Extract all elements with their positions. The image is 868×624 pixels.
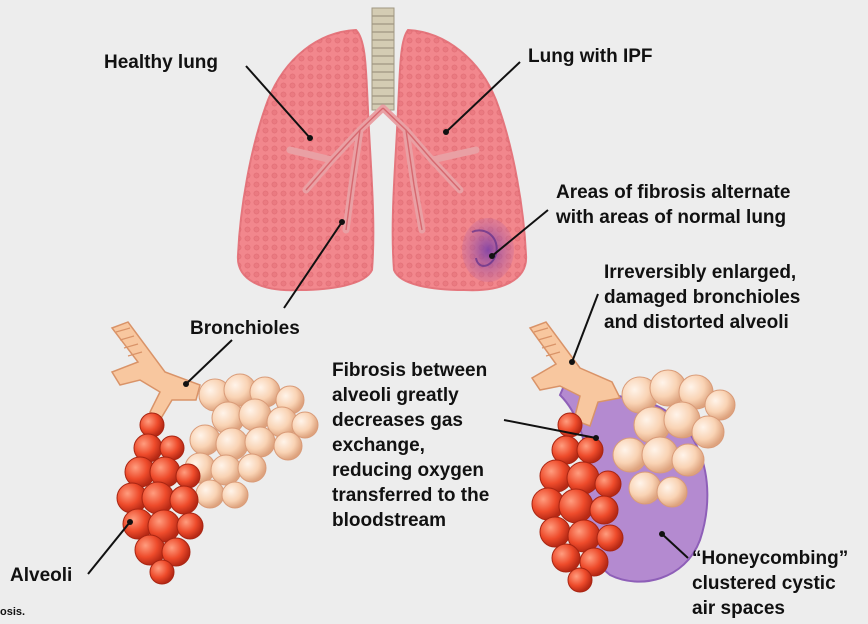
label-fibrosis-between: Fibrosis between alveoli greatly decreas… xyxy=(332,358,489,533)
label-alveoli: Alveoli xyxy=(10,563,72,588)
label-honeycombing: “Honeycombing” clustered cystic air spac… xyxy=(692,546,868,621)
label-fibrosis-areas: Areas of fibrosis alternate with areas o… xyxy=(556,180,790,230)
trachea xyxy=(372,8,394,110)
lungs xyxy=(238,8,526,290)
healthy-bronchiole xyxy=(112,322,200,420)
healthy-alveoli-cluster xyxy=(112,322,318,584)
label-lung-ipf: Lung with IPF xyxy=(528,44,653,69)
label-bronchioles: Bronchioles xyxy=(190,316,300,341)
label-healthy-lung: Healthy lung xyxy=(104,50,218,75)
caption-fragment: osis. xyxy=(0,606,25,618)
leader-bronchioles-bottom xyxy=(186,340,232,384)
fibrosis-patch xyxy=(462,218,514,282)
leader-damaged-bronchioles xyxy=(572,294,598,362)
label-damaged-bronchioles: Irreversibly enlarged, damaged bronchiol… xyxy=(604,260,800,335)
leader-alveoli xyxy=(88,522,130,574)
